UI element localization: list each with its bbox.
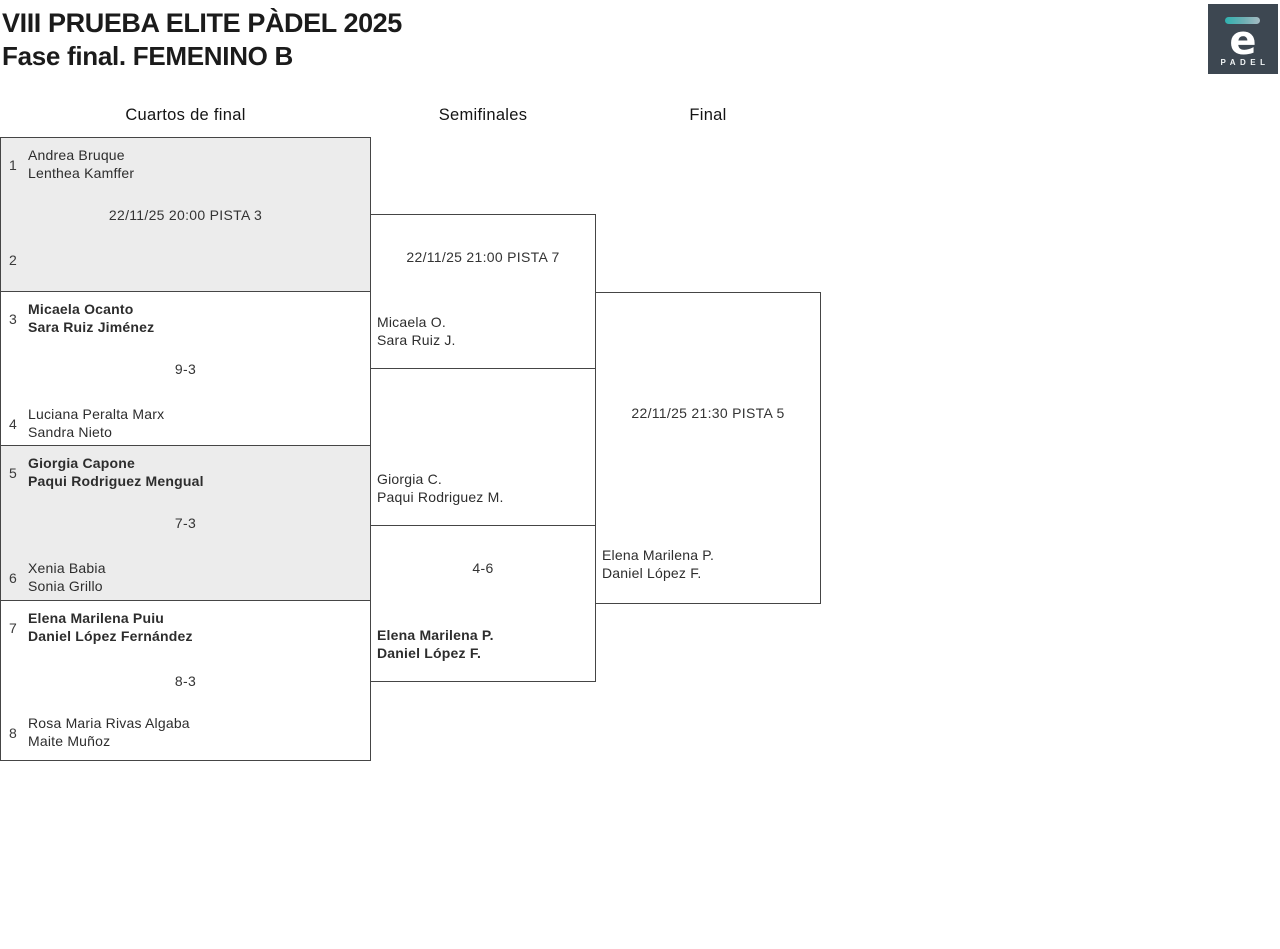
team-row: 1 Andrea Bruque Lenthea Kamffer [9,147,364,182]
match-score: 9-3 [174,360,197,377]
match-datetime: 22/11/25 21:30 PISTA 5 [631,405,785,421]
team-name-line: Daniel López F. [602,565,702,581]
team-row: 6 Xenia Babia Sonia Grillo [9,560,364,595]
epadel-logo-accent-bar [1225,17,1260,24]
seed-number: 1 [9,156,17,173]
team-name-line: Rosa Maria Rivas Algaba [28,715,190,731]
team-row: 4 Luciana Peralta Marx Sandra Nieto [9,406,364,441]
team-name-line: Sara Ruiz Jiménez [28,318,155,335]
team-names: Rosa Maria Rivas Algaba Maite Muñoz [28,715,190,750]
match-quarterfinal-3: 5 Giorgia Capone Paqui Rodriguez Mengual… [0,445,371,601]
column-header-quarterfinals: Cuartos de final [125,106,246,124]
team-name-line: Giorgia Capone [28,455,136,471]
match-semifinal-1: 22/11/25 21:00 PISTA 7 [370,214,596,369]
match-quarterfinal-2: 3 Micaela Ocanto Sara Ruiz Jiménez 9-3 4… [0,291,371,446]
team-name-line: Xenia Babia [28,560,106,576]
match-datetime: 22/11/25 20:00 PISTA 3 [108,206,263,223]
match-quarterfinal-1: 1 Andrea Bruque Lenthea Kamffer 22/11/25… [0,137,371,292]
team-row: 5 Giorgia Capone Paqui Rodriguez Mengual [9,455,364,490]
match-score: 4-6 [472,560,494,576]
team-name-line: Elena Marilena Puiu [28,610,165,626]
epadel-logo-wordmark: PADEL [1220,58,1270,67]
team-name-line: Giorgia C. [377,471,443,487]
match-quarterfinal-4: 7 Elena Marilena Puiu Daniel López Ferná… [0,600,371,761]
team-name-line: Daniel López Fernández [28,627,193,644]
team-names: Giorgia Capone Paqui Rodriguez Mengual [28,455,204,490]
advancing-team-semifinal-2-bottom: Elena Marilena P. Daniel López F. [377,626,494,662]
team-name-line: Luciana Peralta Marx [28,406,165,422]
seed-number: 5 [9,464,17,481]
seed-number: 6 [9,569,17,586]
team-row: 3 Micaela Ocanto Sara Ruiz Jiménez [9,301,364,336]
match-final: 22/11/25 21:30 PISTA 5 [595,292,821,604]
seed-number: 2 [9,252,17,268]
page-subtitle: Fase final. FEMENINO B [2,41,294,71]
epadel-logo-letter: e [1229,18,1257,64]
team-names: Micaela Ocanto Sara Ruiz Jiménez [28,301,154,336]
team-name-line: Lenthea Kamffer [28,164,135,181]
team-name-line: Sandra Nieto [28,423,113,440]
team-name-line: Paqui Rodriguez M. [377,489,504,505]
advancing-team-final-bottom: Elena Marilena P. Daniel López F. [602,546,714,582]
team-name-line: Elena Marilena P. [602,547,715,563]
seed-number: 8 [9,724,17,741]
match-score: 8-3 [174,672,197,689]
seed-number: 7 [9,619,17,636]
team-name-line: Sonia Grillo [28,577,103,594]
seed-number: 4 [9,415,17,432]
team-name-line: Daniel López F. [377,645,482,661]
team-name-line: Maite Muñoz [28,732,111,749]
advancing-team-semifinal-1-bottom: Micaela O. Sara Ruiz J. [377,313,456,349]
match-datetime: 22/11/25 21:00 PISTA 7 [406,249,560,265]
team-names: Andrea Bruque Lenthea Kamffer [28,147,134,182]
seed-number: 3 [9,310,17,327]
team-names: Luciana Peralta Marx Sandra Nieto [28,406,164,441]
team-names: Elena Marilena Puiu Daniel López Fernánd… [28,610,193,645]
team-row: 2 [9,252,364,268]
advancing-team-semifinal-2-top: Giorgia C. Paqui Rodriguez M. [377,470,504,506]
team-row: 8 Rosa Maria Rivas Algaba Maite Muñoz [9,715,364,750]
team-row: 7 Elena Marilena Puiu Daniel López Ferná… [9,610,364,645]
team-name-line: Sara Ruiz J. [377,332,456,348]
team-name-line: Micaela Ocanto [28,301,134,317]
team-names: Xenia Babia Sonia Grillo [28,560,106,595]
team-name-line: Elena Marilena P. [377,627,494,643]
epadel-logo: e PADEL [1208,4,1278,74]
match-score: 7-3 [174,515,197,531]
team-name-line: Micaela O. [377,314,446,330]
page-title: VIII PRUEBA ELITE PÀDEL 2025 [2,8,402,38]
column-header-semifinals: Semifinales [438,106,528,124]
column-header-final: Final [689,106,727,124]
team-name-line: Paqui Rodriguez Mengual [28,472,204,489]
team-name-line: Andrea Bruque [28,147,125,163]
